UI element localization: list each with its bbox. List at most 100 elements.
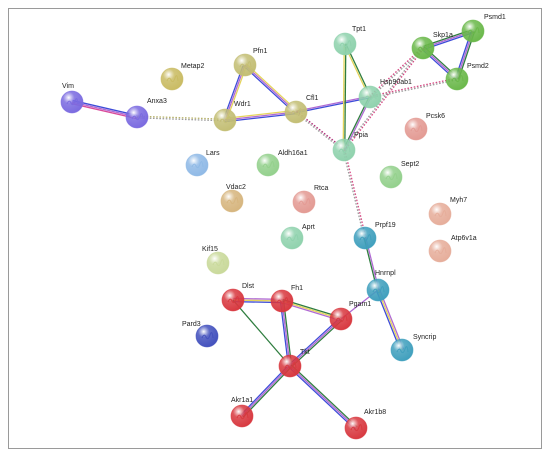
edge-strand [342, 43, 345, 150]
node-fh1[interactable]: Fh1 [270, 285, 303, 313]
node-sphere[interactable] [60, 90, 84, 114]
node-atp6v1a[interactable]: Atp6v1a [428, 235, 477, 263]
structure-icon [410, 125, 423, 133]
node-anxa3[interactable]: Anxa3 [125, 98, 167, 129]
node-prpf19[interactable]: Prpf19 [353, 222, 396, 250]
edge-strand [288, 317, 341, 366]
node-sphere[interactable] [461, 19, 485, 43]
node-metap2[interactable]: Metap2 [160, 63, 204, 91]
node-aldh16a1[interactable]: Aldh16a1 [256, 150, 308, 177]
node-sphere[interactable] [230, 404, 254, 428]
structure-icon [201, 332, 214, 340]
node-tpt1[interactable]: Tpt1 [333, 26, 366, 56]
node-pcsk6[interactable]: Pcsk6 [404, 113, 445, 141]
node-sphere[interactable] [404, 117, 428, 141]
node-kif15[interactable]: Kif15 [202, 246, 230, 275]
node-pfn1[interactable]: Pfn1 [233, 48, 268, 77]
structure-icon [262, 161, 275, 169]
node-cfl1[interactable]: Cfl1 [284, 95, 319, 124]
node-sphere[interactable] [366, 278, 390, 302]
node-akr1b8[interactable]: Akr1b8 [344, 409, 386, 440]
node-hsp90ab1[interactable]: Hsp90ab1 [358, 79, 412, 109]
node-label: Psmd2 [467, 63, 489, 70]
node-label: Pfn1 [253, 48, 268, 55]
node-aprt[interactable]: Aprt [280, 224, 315, 250]
node-sphere[interactable] [256, 153, 280, 177]
node-psmd2[interactable]: Psmd2 [445, 63, 489, 91]
node-lars[interactable]: Lars [185, 150, 220, 177]
node-label: Sept2 [401, 161, 419, 168]
node-dlst[interactable]: Dlst [221, 283, 254, 312]
node-sphere[interactable] [344, 416, 368, 440]
structure-icon [212, 259, 225, 267]
edge-tkt-akr1b8 [288, 364, 358, 430]
node-ppia[interactable]: Ppia [332, 132, 368, 162]
edge-strand [296, 97, 371, 114]
node-sphere[interactable] [428, 239, 452, 263]
node-sphere[interactable] [125, 105, 149, 129]
node-vdac2[interactable]: Vdac2 [220, 184, 246, 213]
node-sept2[interactable]: Sept2 [379, 161, 419, 189]
node-wdr1[interactable]: Wdr1 [213, 101, 251, 132]
node-sphere[interactable] [213, 108, 237, 132]
node-sphere[interactable] [160, 67, 184, 91]
node-pgam1[interactable]: Pgam1 [329, 301, 371, 331]
node-akr1a1[interactable]: Akr1a1 [230, 397, 254, 428]
node-label: Prpf19 [375, 222, 396, 229]
node-tkt[interactable]: Tkt [278, 349, 310, 378]
edge-strand [244, 64, 297, 113]
node-hnrnpl[interactable]: Hnrnpl [366, 270, 396, 302]
edge-strand [288, 366, 356, 430]
node-sphere[interactable] [206, 251, 230, 275]
structure-icon [227, 296, 240, 304]
node-sphere[interactable] [195, 324, 219, 348]
node-label: Dlst [242, 283, 254, 290]
node-sphere[interactable] [185, 153, 209, 177]
structure-icon [434, 247, 447, 255]
node-sphere[interactable] [233, 53, 257, 77]
node-sphere[interactable] [390, 338, 414, 362]
node-vim[interactable]: Vim [60, 83, 84, 114]
node-syncrip[interactable]: Syncrip [390, 334, 436, 362]
node-sphere[interactable] [278, 354, 302, 378]
node-rtca[interactable]: Rtca [292, 185, 329, 214]
node-sphere[interactable] [332, 138, 356, 162]
edge-strand [241, 365, 291, 417]
node-label: Pcsk6 [426, 113, 445, 120]
node-pard3[interactable]: Pard3 [182, 321, 219, 348]
node-sphere[interactable] [353, 226, 377, 250]
node-label: Cfl1 [306, 95, 319, 102]
node-label: Skp1a [433, 32, 453, 39]
node-label: Ppia [354, 132, 368, 139]
node-sphere[interactable] [379, 165, 403, 189]
node-sphere[interactable] [292, 190, 316, 214]
node-label: Atp6v1a [451, 235, 477, 242]
edge-strand [224, 111, 297, 121]
node-label: Psmd1 [484, 14, 506, 21]
node-sphere[interactable] [270, 289, 294, 313]
node-sphere[interactable] [333, 32, 357, 56]
edge-strand [245, 63, 298, 112]
node-sphere[interactable] [221, 288, 245, 312]
node-sphere[interactable] [280, 226, 304, 250]
edge-strand [240, 364, 290, 416]
node-sphere[interactable] [428, 202, 452, 226]
node-skp1a[interactable]: Skp1a [411, 32, 453, 60]
node-sphere[interactable] [358, 85, 382, 109]
structure-icon [226, 197, 239, 205]
structure-icon [191, 161, 204, 169]
node-sphere[interactable] [445, 67, 469, 91]
node-sphere[interactable] [284, 100, 308, 124]
edge-dlst-tkt [232, 299, 291, 367]
node-psmd1[interactable]: Psmd1 [461, 14, 506, 43]
edge-strand [370, 79, 458, 99]
node-myh7[interactable]: Myh7 [428, 197, 467, 226]
node-sphere[interactable] [220, 189, 244, 213]
node-label: Metap2 [181, 63, 204, 70]
node-sphere[interactable] [411, 36, 435, 60]
node-sphere[interactable] [329, 307, 353, 331]
edge-layer [71, 28, 476, 430]
edge-anxa3-wdr1 [136, 115, 226, 122]
